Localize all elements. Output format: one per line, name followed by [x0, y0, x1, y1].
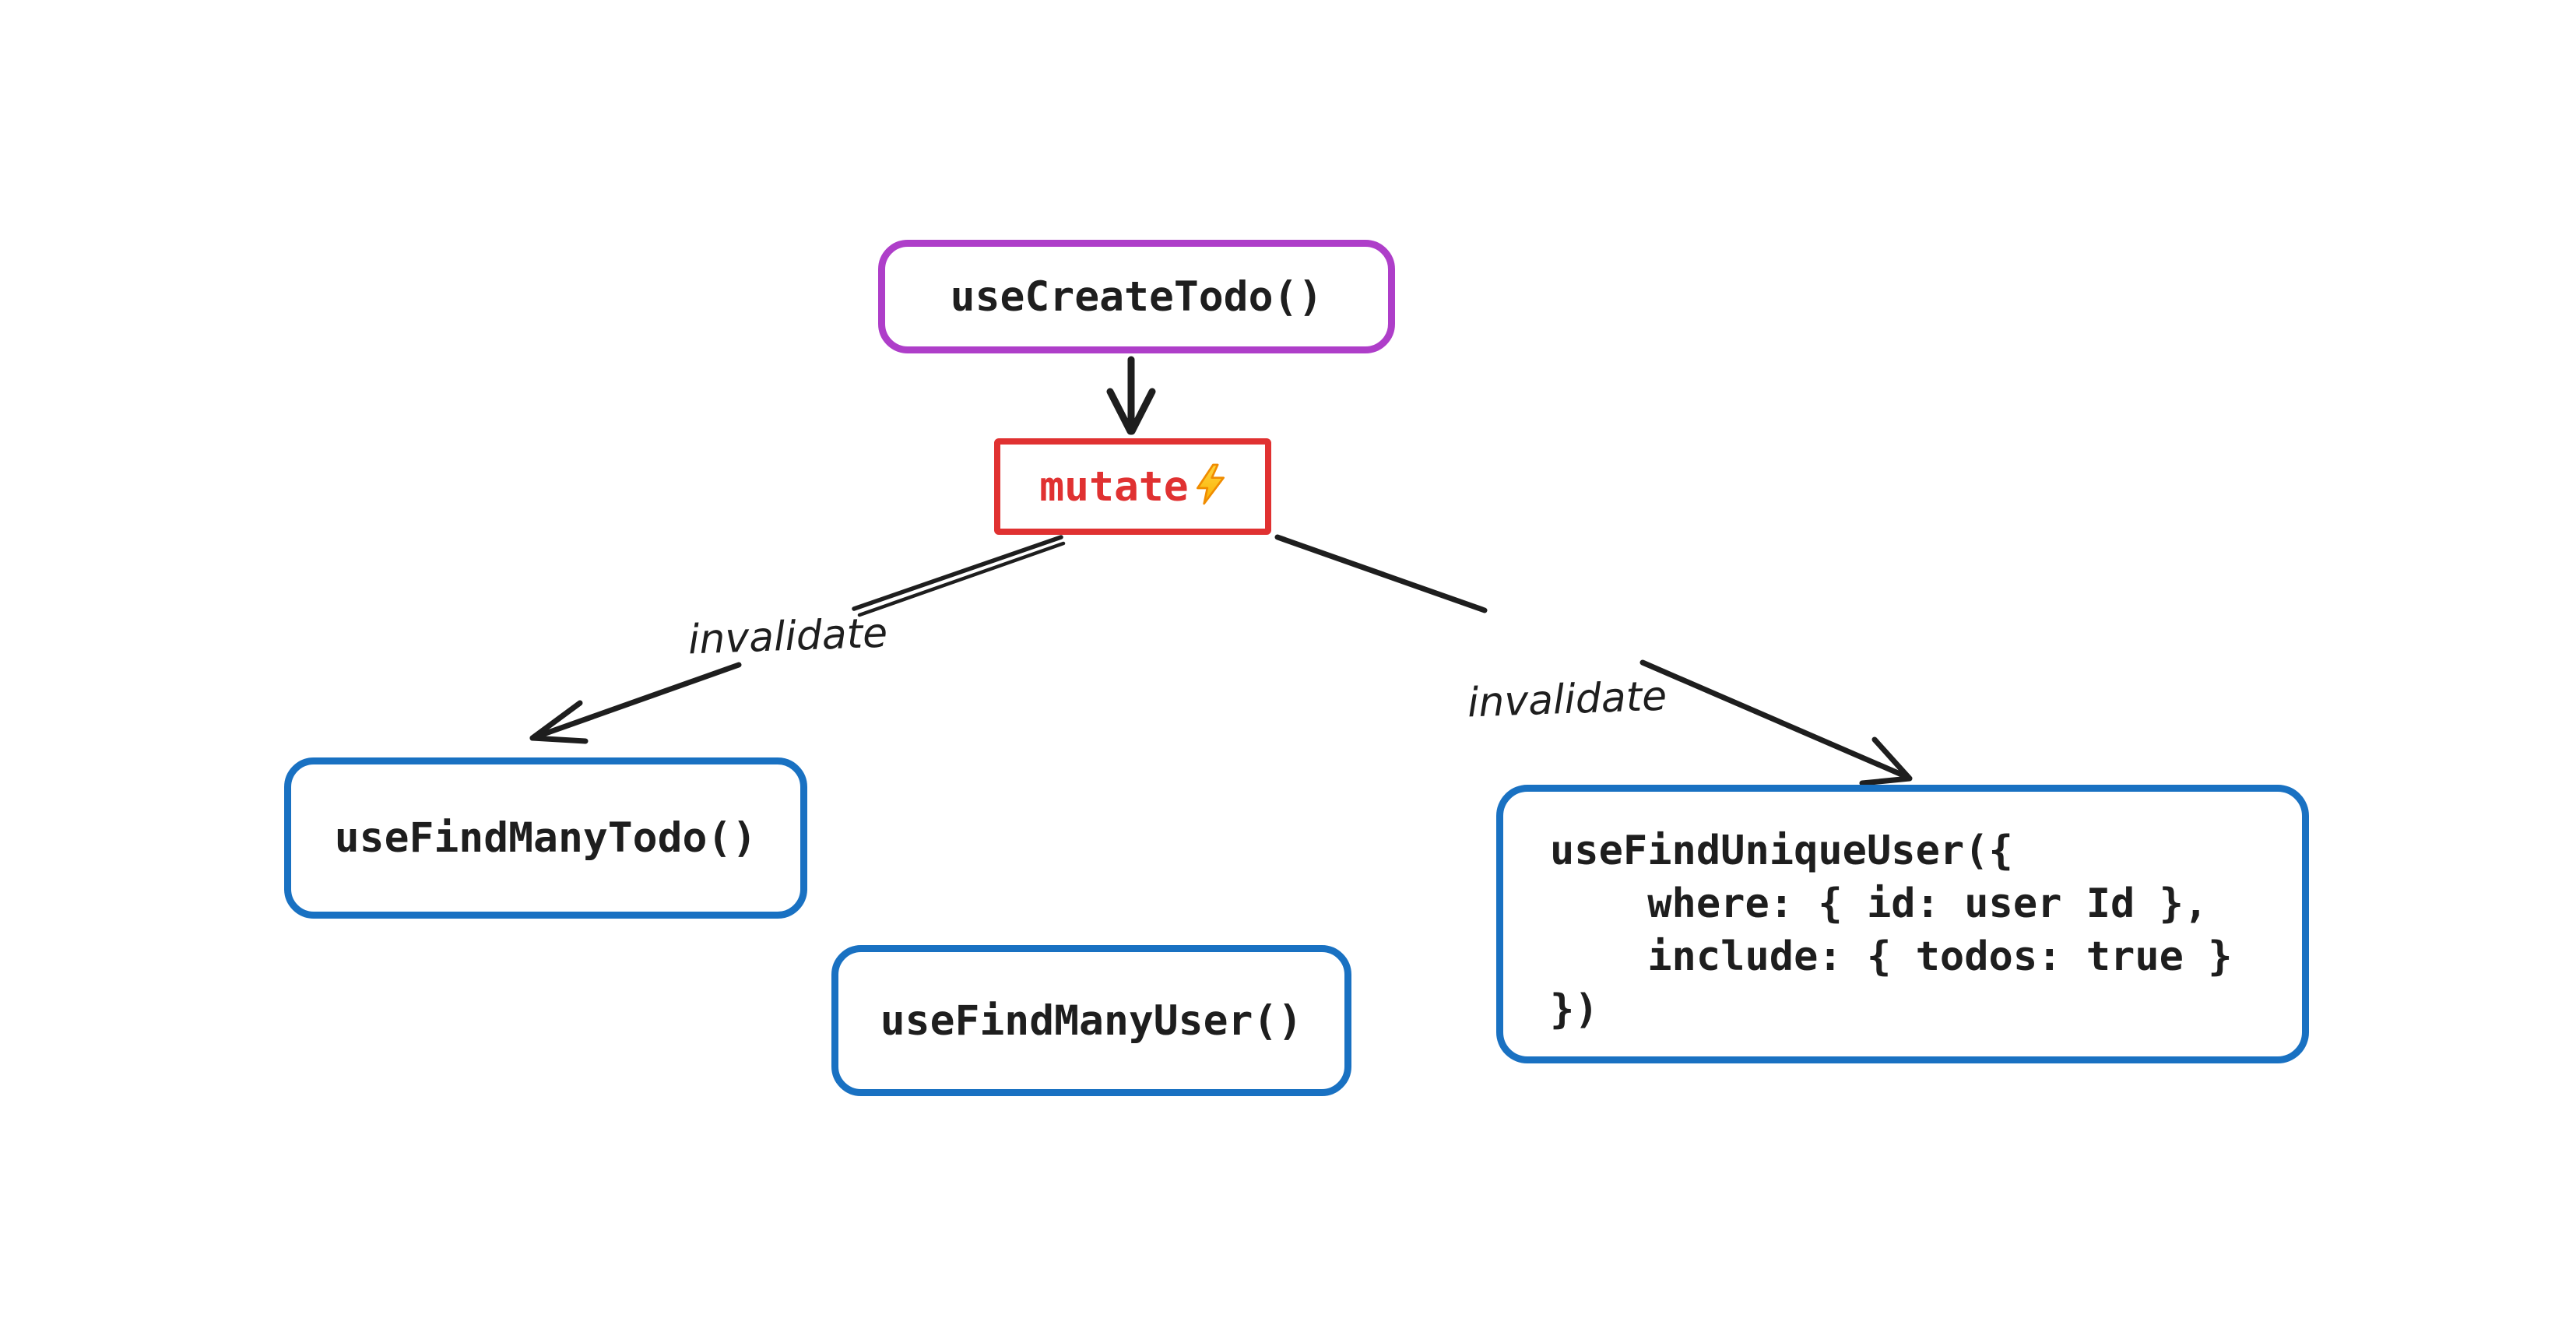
arrow-left-head: [529, 700, 589, 744]
node-use-create-todo: useCreateTodo(): [878, 240, 1395, 353]
arrow-left-lower-segment: [529, 662, 742, 741]
arrow-mutate-to-find-unique-user: [1274, 534, 1913, 786]
arrow-right-upper-segment: [1274, 534, 1488, 613]
arrow-right-head: [1859, 736, 1913, 786]
node-mutate-label: mutate: [1039, 462, 1189, 511]
arrow-create-to-mutate: [1106, 356, 1156, 435]
node-mutate: mutate: [994, 438, 1271, 535]
node-use-find-unique-user: useFindUniqueUser({ where: { id: user Id…: [1496, 785, 2309, 1063]
node-use-find-many-user-label: useFindManyUser(): [880, 996, 1303, 1045]
arrow-left-upper-segment: [852, 535, 1063, 611]
arrow-left-upper-segment-overdraw: [857, 541, 1066, 617]
edge-label-invalidate-left: invalidate: [687, 610, 889, 664]
arrow-right-lower-segment: [1639, 659, 1912, 781]
node-use-find-unique-user-code: useFindUniqueUser({ where: { id: user Id…: [1550, 828, 2233, 1033]
node-use-find-many-user: useFindManyUser(): [831, 945, 1351, 1096]
node-use-create-todo-label: useCreateTodo(): [950, 272, 1323, 321]
arrow-create-to-mutate-head: [1106, 388, 1156, 435]
node-use-find-many-todo-label: useFindManyTodo(): [334, 814, 757, 862]
edge-label-invalidate-right: invalidate: [1466, 673, 1668, 727]
lightning-bolt-icon: [1196, 463, 1225, 505]
node-use-find-many-todo: useFindManyTodo(): [284, 757, 807, 919]
